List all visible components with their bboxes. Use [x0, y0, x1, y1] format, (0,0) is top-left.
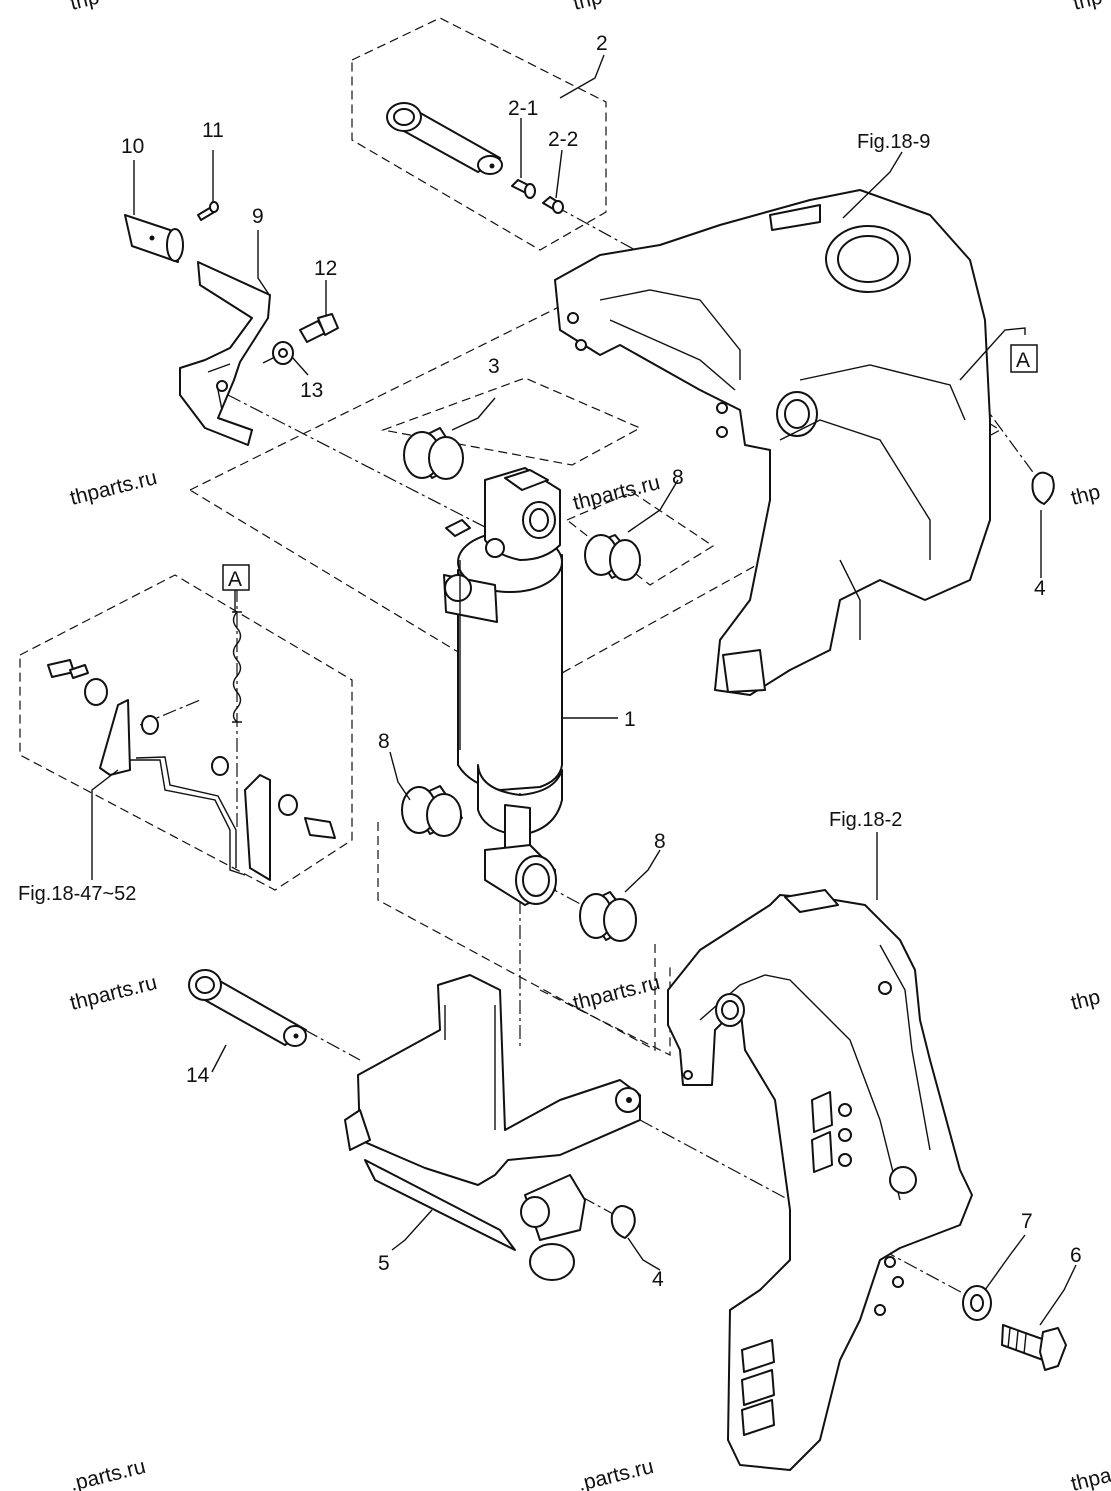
cap-2-2	[542, 196, 564, 214]
callout-12: 12	[314, 257, 337, 280]
spring	[232, 611, 242, 723]
clip-4-upper	[1031, 471, 1055, 505]
group-box-fig-18-47	[19, 574, 353, 891]
bushing-8-right	[579, 891, 637, 942]
callout-8-upper: 8	[672, 466, 684, 489]
watermark: thparts.ru	[68, 466, 160, 510]
washer-7	[962, 1285, 992, 1321]
pin-14	[188, 969, 307, 1047]
pin-2	[386, 102, 503, 175]
watermark: thp	[68, 0, 102, 15]
marker-a-top: A	[1010, 344, 1038, 373]
watermark: thparts.ru	[571, 471, 663, 515]
callout-4-upper: 4	[1034, 577, 1046, 600]
callout-5: 5	[378, 1252, 390, 1275]
group-box-2	[351, 17, 607, 251]
bolt-12	[299, 313, 339, 343]
swivel-arm-5	[344, 974, 641, 1281]
cylinder-rod-eye	[484, 804, 557, 906]
watermark: .parts.ru	[68, 1455, 148, 1491]
callout-11: 11	[202, 119, 224, 142]
ref-fig-18-2: Fig.18-2	[829, 809, 902, 831]
callout-8-left: 8	[378, 730, 390, 753]
watermark: thp	[1069, 480, 1103, 509]
callout-4-lower: 4	[652, 1268, 664, 1291]
watermark: thparts.ru	[68, 971, 160, 1015]
cover-10	[124, 214, 184, 263]
watermark: thparts.ru	[1069, 1452, 1111, 1491]
callout-2-1: 2-1	[508, 97, 538, 120]
bushing-8-left	[401, 785, 463, 837]
centerline-nut	[262, 356, 276, 364]
callout-labels: 2 2-1 2-2 10 11 9 12 13 3 8 1 8 8 4 14 5…	[121, 32, 1082, 1291]
svg-text:A: A	[228, 568, 242, 591]
marker-a-left: A	[222, 564, 250, 591]
leader-lines	[91, 54, 1077, 1326]
callout-6: 6	[1070, 1244, 1082, 1267]
screw-11	[197, 201, 219, 221]
callout-10: 10	[121, 135, 144, 158]
watermark: thparts.ru	[571, 971, 663, 1015]
callout-14: 14	[186, 1064, 210, 1087]
cylinder-1	[443, 467, 563, 836]
callout-7: 7	[1021, 1210, 1033, 1233]
watermark: thp	[1069, 985, 1103, 1014]
watermark: thp	[1071, 0, 1105, 15]
bushing-8-upper	[584, 534, 641, 581]
callout-13: 13	[300, 379, 323, 402]
callout-9: 9	[252, 205, 264, 228]
watermarks: thparts.ru thparts.ru thparts.ru thparts…	[68, 0, 1111, 1491]
watermark: .parts.ru	[576, 1455, 656, 1491]
callout-3: 3	[488, 355, 500, 378]
callout-2-2: 2-2	[548, 128, 578, 151]
callout-1: 1	[624, 708, 636, 731]
clamp-bracket-fig-18-2	[667, 889, 973, 1471]
group-box-8-upper	[565, 491, 715, 586]
svg-text:A: A	[1016, 349, 1030, 372]
ref-fig-18-47-52: Fig.18-47~52	[18, 883, 136, 905]
link-rod-assembly	[47, 659, 336, 881]
centerline-bracket-9	[227, 394, 521, 546]
bolt-6	[1001, 1324, 1067, 1371]
ref-fig-18-9: Fig.18-9	[857, 131, 930, 153]
upper-bracket-fig-18-9	[554, 189, 991, 696]
bushing-3	[403, 427, 464, 480]
nut-13	[272, 341, 294, 365]
watermark: thp	[571, 0, 605, 15]
clip-4-lower	[610, 1205, 636, 1239]
bracket-9	[179, 261, 271, 446]
callout-8-right: 8	[654, 830, 666, 853]
group-box-3	[380, 377, 642, 466]
callout-2: 2	[596, 32, 608, 55]
group-box-8-lower	[377, 822, 656, 1052]
group-box-lower-swivel	[539, 965, 671, 1056]
centerline-pin-14	[304, 1029, 361, 1061]
figure-references: Fig.18-9 Fig.18-2 Fig.18-47~52	[18, 131, 930, 905]
grease-nipple-2-1	[511, 179, 536, 199]
